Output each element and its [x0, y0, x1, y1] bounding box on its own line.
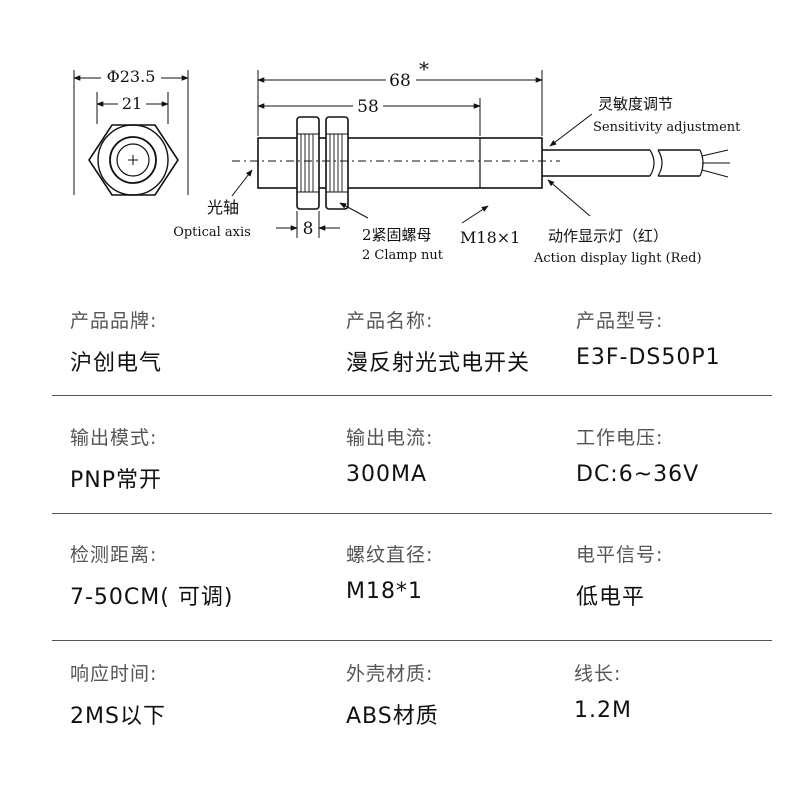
spec-cell-housing-material: 外壳材质: ABS材质 [346, 659, 439, 730]
spec-cell-product-name: 产品名称: 漫反射光式电开关 [346, 306, 530, 377]
spec-label: 工作电压: [576, 427, 664, 449]
spec-label: 产品名称: [346, 310, 434, 332]
sensitivity-en: Sensitivity adjustment [593, 120, 741, 135]
action-light-cn: 动作显示灯（红） [548, 227, 668, 245]
spec-value: 1.2M [574, 698, 632, 723]
spec-cell-level-signal: 电平信号: 低电平 [576, 540, 663, 611]
leader-lines [231, 113, 593, 224]
spec-value: ABS材质 [346, 704, 439, 729]
divider [52, 513, 772, 514]
sensor-body [257, 137, 543, 189]
dim-body-length: 58 [357, 97, 379, 117]
optical-axis-en: Optical axis [173, 225, 251, 240]
clamp-nut-en: 2 Clamp nut [362, 248, 444, 263]
spec-cell-voltage: 工作电压: DC:6~36V [576, 423, 699, 487]
lens-outer [109, 136, 157, 184]
thread-spec: M18×1 [460, 228, 520, 247]
spec-value: M18*1 [346, 579, 423, 604]
spec-value: DC:6~36V [576, 462, 700, 487]
spec-row-2: 输出模式: PNP常开 输出电流: 300MA 工作电压: DC:6~36V [0, 423, 800, 523]
outer-circle [97, 124, 169, 196]
spec-value: E3F-DS50P1 [576, 345, 721, 370]
sensitivity-cn: 灵敏度调节 [598, 95, 673, 113]
spec-cell-detect-distance: 检测距离: 7-50CM( 可调) [70, 540, 233, 611]
clamp-nut-2 [325, 116, 349, 210]
spec-label: 外壳材质: [346, 663, 434, 685]
spec-value: 低电平 [576, 585, 646, 610]
dimension-drawing: Φ23.5 21 [73, 57, 741, 266]
spec-cell-thread-diameter: 螺纹直径: M18*1 [346, 540, 433, 604]
spec-value: 300MA [346, 462, 428, 487]
spec-label: 线长: [574, 663, 622, 685]
spec-label: 响应时间: [70, 663, 158, 685]
spec-label: 输出模式: [70, 427, 158, 449]
action-light-en: Action display light (Red) [533, 251, 702, 266]
thread-ridges [300, 134, 343, 192]
spec-row-4: 响应时间: 2MS以下 外壳材质: ABS材质 线长: 1.2M [0, 659, 800, 759]
lens-inner [116, 143, 150, 177]
spec-value: 7-50CM( 可调) [70, 585, 234, 610]
spec-label: 螺纹直径: [346, 544, 434, 566]
spec-value: PNP常开 [70, 468, 162, 493]
dim-total-length: 68 [389, 71, 411, 91]
optical-axis-cn: 光轴 [207, 198, 239, 217]
front-view [88, 124, 179, 196]
spec-label: 产品品牌: [70, 310, 158, 332]
hex-nut-outline [88, 124, 179, 196]
spec-label: 产品型号: [576, 310, 664, 332]
spec-cell-response-time: 响应时间: 2MS以下 [70, 659, 166, 730]
spec-cell-brand: 产品品牌: 沪创电气 [70, 306, 162, 377]
spec-cell-cable-length: 线长: 1.2M [574, 659, 632, 723]
spec-label: 输出电流: [346, 427, 434, 449]
dim-hex: 21 [122, 94, 142, 113]
dim-nut: 8 [303, 219, 314, 239]
spec-cell-model: 产品型号: E3F-DS50P1 [576, 306, 721, 370]
spec-label: 检测距离: [70, 544, 158, 566]
dim-outer-diameter: Φ23.5 [107, 67, 156, 86]
side-view [257, 116, 730, 210]
dim-total-mark: * [419, 57, 429, 81]
clamp-nut-1 [296, 116, 320, 210]
clamp-nut-cn: 2紧固螺母 [362, 226, 432, 244]
spec-row-3: 检测距离: 7-50CM( 可调) 螺纹直径: M18*1 电平信号: 低电平 [0, 540, 800, 640]
spec-value: 漫反射光式电开关 [346, 351, 531, 376]
spec-row-1: 产品品牌: 沪创电气 产品名称: 漫反射光式电开关 产品型号: E3F-DS50… [0, 306, 800, 406]
spec-cell-output-current: 输出电流: 300MA [346, 423, 433, 487]
spec-value: 2MS以下 [70, 704, 166, 729]
spec-value: 沪创电气 [70, 351, 163, 376]
spec-cell-output-mode: 输出模式: PNP常开 [70, 423, 162, 494]
spec-label: 电平信号: [576, 544, 664, 566]
divider [52, 640, 772, 641]
divider [52, 395, 772, 396]
